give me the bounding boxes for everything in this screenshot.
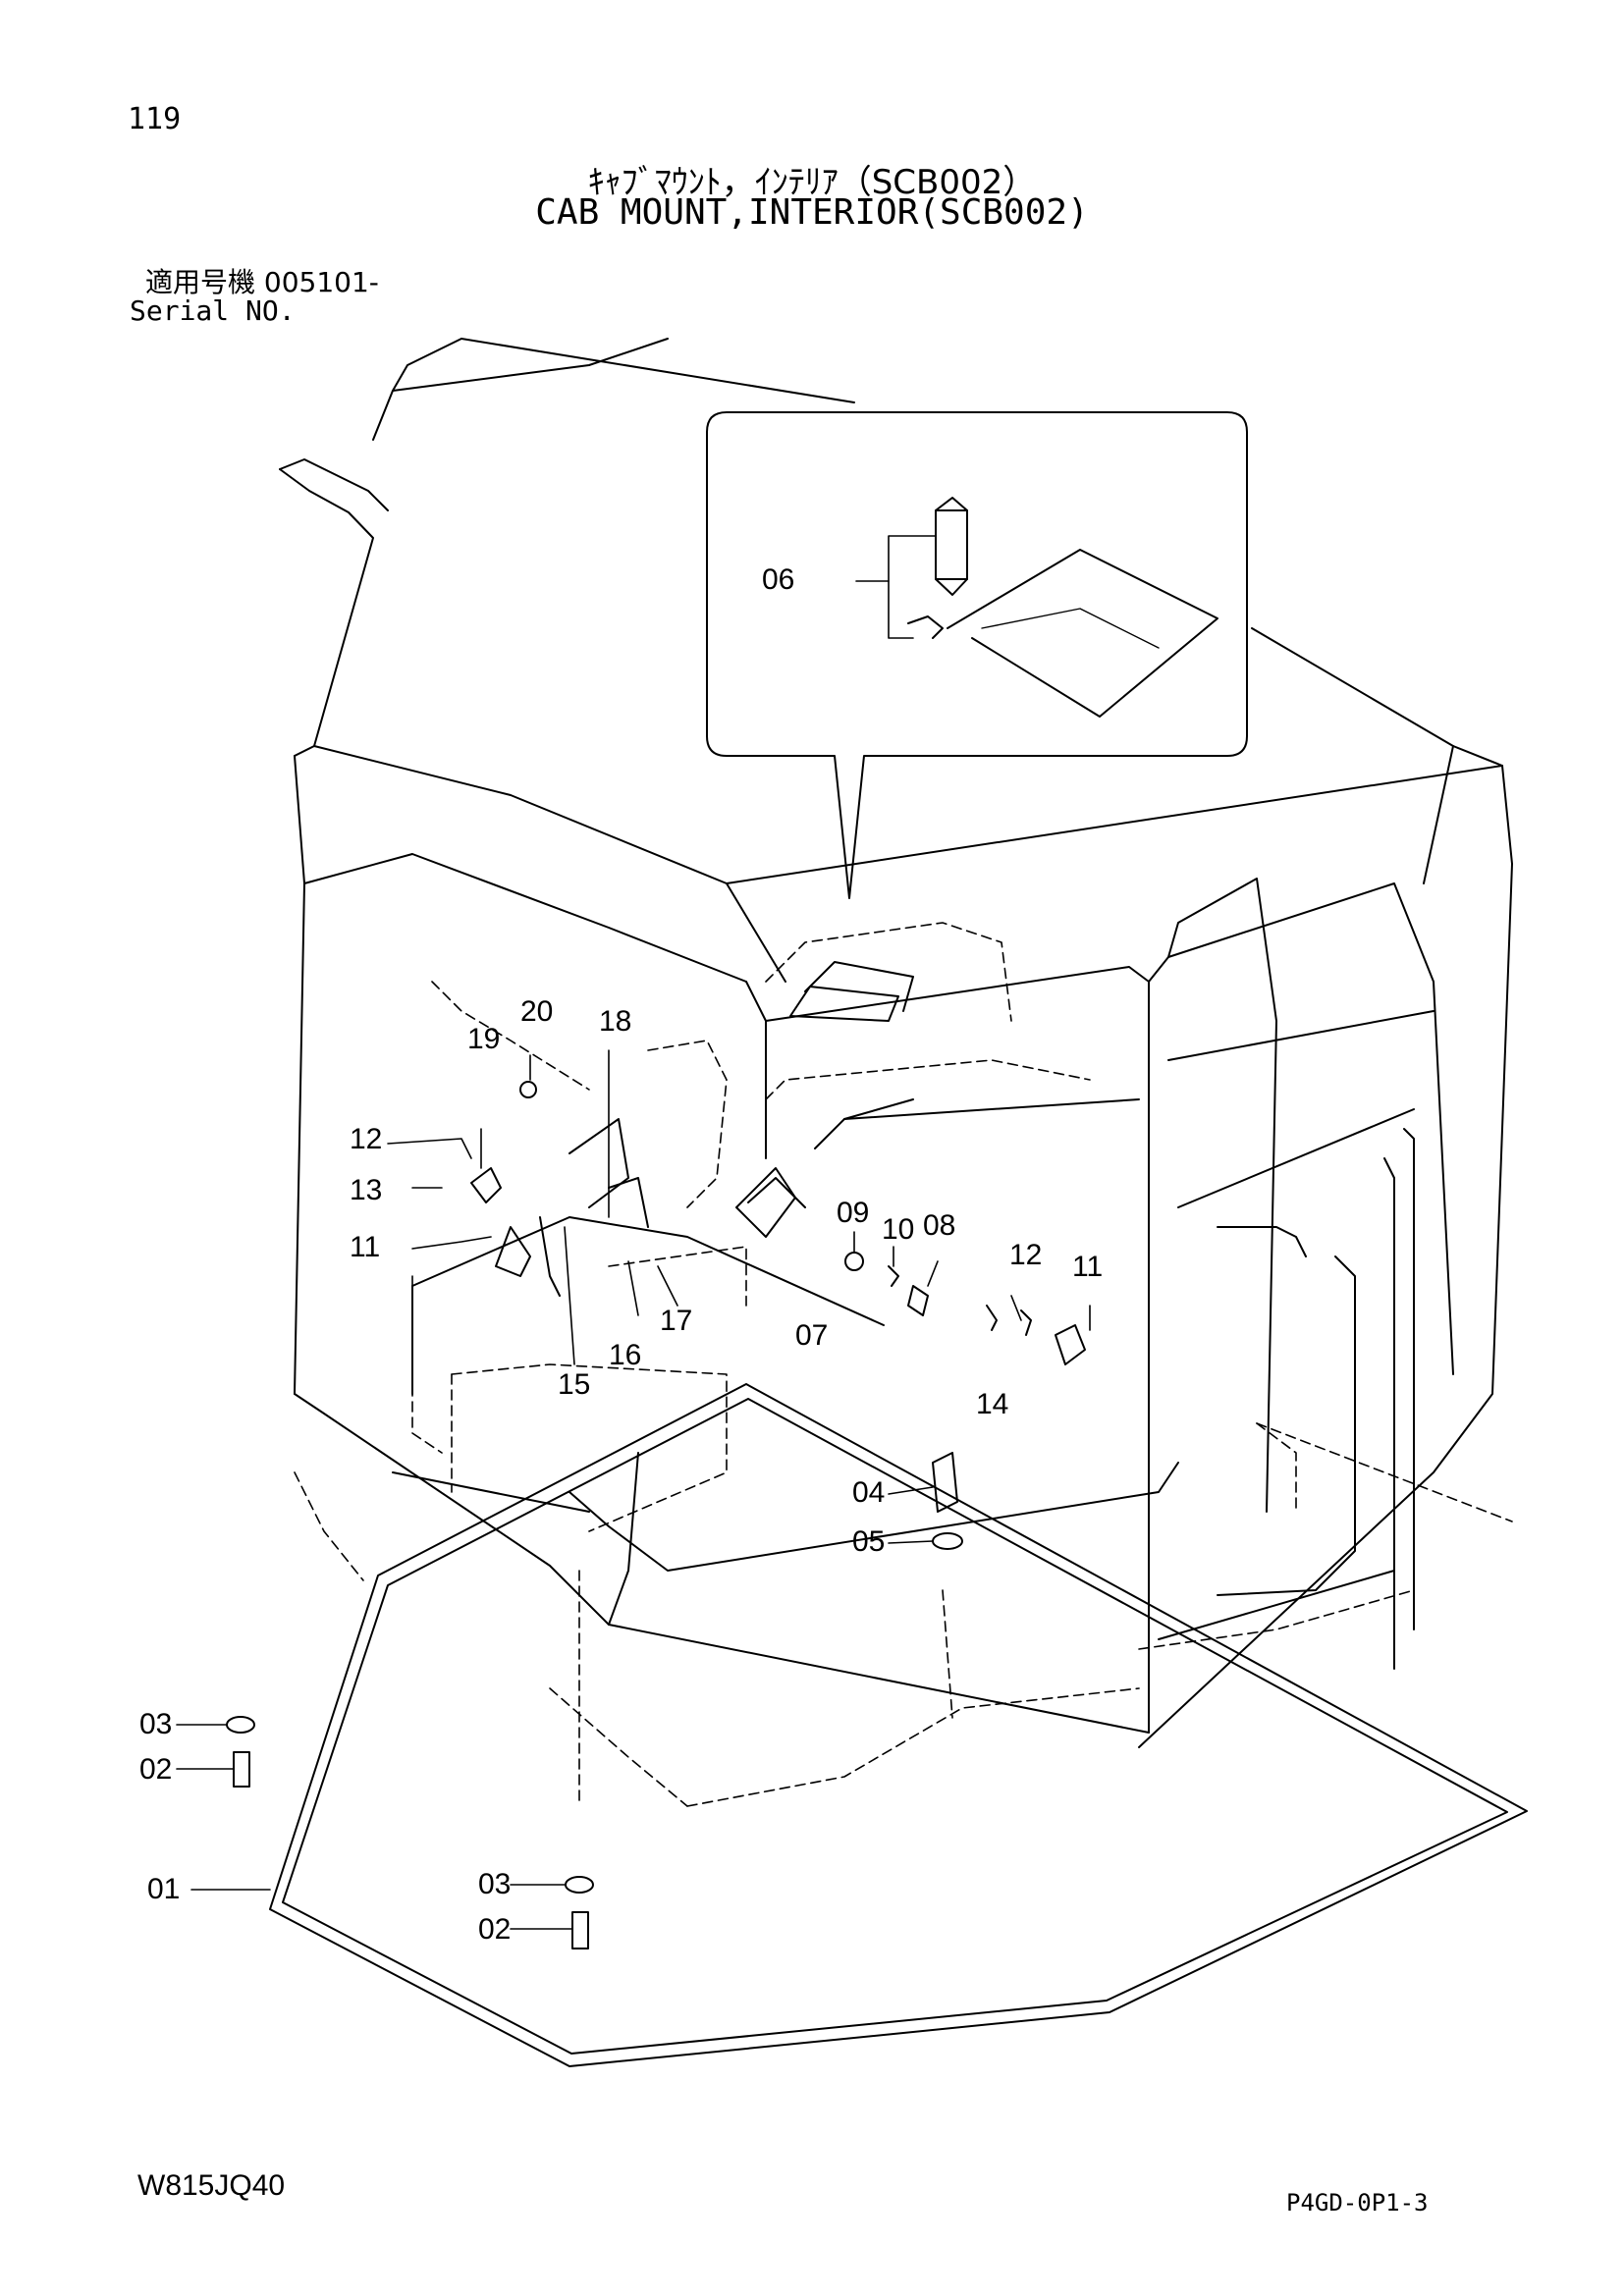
callout-20: 20	[520, 995, 553, 1028]
title-english: CAB MOUNT,INTERIOR(SCB002)	[535, 192, 1089, 233]
leader-lines	[176, 535, 1091, 1930]
callout-12-right: 12	[1009, 1239, 1042, 1271]
callout-16: 16	[609, 1339, 641, 1371]
callout-03-right: 03	[478, 1868, 511, 1900]
cab-mount-seal	[269, 1383, 1528, 2067]
callout-02-right: 02	[478, 1913, 511, 1946]
callout-04: 04	[852, 1476, 885, 1509]
washer-09	[844, 1252, 864, 1271]
clip-11-left	[495, 1226, 531, 1277]
callout-09: 09	[837, 1197, 869, 1229]
callout-19: 19	[467, 1023, 500, 1055]
pipe-part	[789, 986, 899, 1022]
callout-11-right: 11	[1072, 1251, 1103, 1283]
page-code: P4GD-0P1-3	[1286, 2189, 1429, 2216]
callout-18: 18	[599, 1005, 631, 1038]
callout-14: 14	[976, 1388, 1008, 1420]
interior-parts	[226, 961, 1086, 1949]
page-number: 119	[128, 102, 182, 136]
bolt-02-left	[233, 1751, 250, 1788]
callout-17: 17	[660, 1305, 692, 1337]
callout-03-left: 03	[139, 1708, 172, 1740]
callout-02-left: 02	[139, 1753, 172, 1786]
document-code: W815JQ40	[137, 2169, 286, 2202]
washer-03-left	[226, 1716, 255, 1734]
callout-08: 08	[923, 1209, 955, 1242]
clip-11-right	[1055, 1324, 1086, 1365]
cylinder-tool	[935, 497, 968, 596]
bolt-04	[932, 1452, 958, 1513]
callout-07: 07	[795, 1319, 828, 1352]
screw-08	[907, 1285, 929, 1316]
callout-06: 06	[762, 563, 794, 596]
cab-body	[279, 338, 1513, 1748]
callout-01: 01	[147, 1873, 180, 1905]
hidden-lines	[294, 922, 1513, 1807]
bolt-19	[470, 1167, 502, 1203]
serial-label-japanese: 適用号機 005101-	[145, 266, 379, 298]
cloth	[947, 549, 1218, 718]
callout-11-left: 11	[350, 1231, 380, 1263]
washer-03-right	[565, 1876, 594, 1894]
washer-05	[932, 1532, 963, 1550]
callout-labels: 06 20 19 18 12 13 11 17 16 15 07 09 10 0…	[139, 563, 1103, 1946]
title-japanese: ｷｬﾌﾞﾏｳﾝﾄ，ｲﾝﾃﾘｱ（SCB002）	[587, 163, 1037, 202]
callout-05: 05	[852, 1525, 885, 1558]
bolt-02-right	[571, 1911, 589, 1949]
callout-13: 13	[350, 1174, 382, 1206]
detail-inset	[706, 411, 1248, 899]
callout-12-left: 12	[350, 1123, 382, 1155]
serial-label-english: Serial NO.	[130, 294, 296, 327]
washer-20	[519, 1081, 537, 1098]
callout-15: 15	[558, 1368, 590, 1401]
bracket-07	[735, 1167, 796, 1238]
callout-10: 10	[882, 1213, 914, 1246]
